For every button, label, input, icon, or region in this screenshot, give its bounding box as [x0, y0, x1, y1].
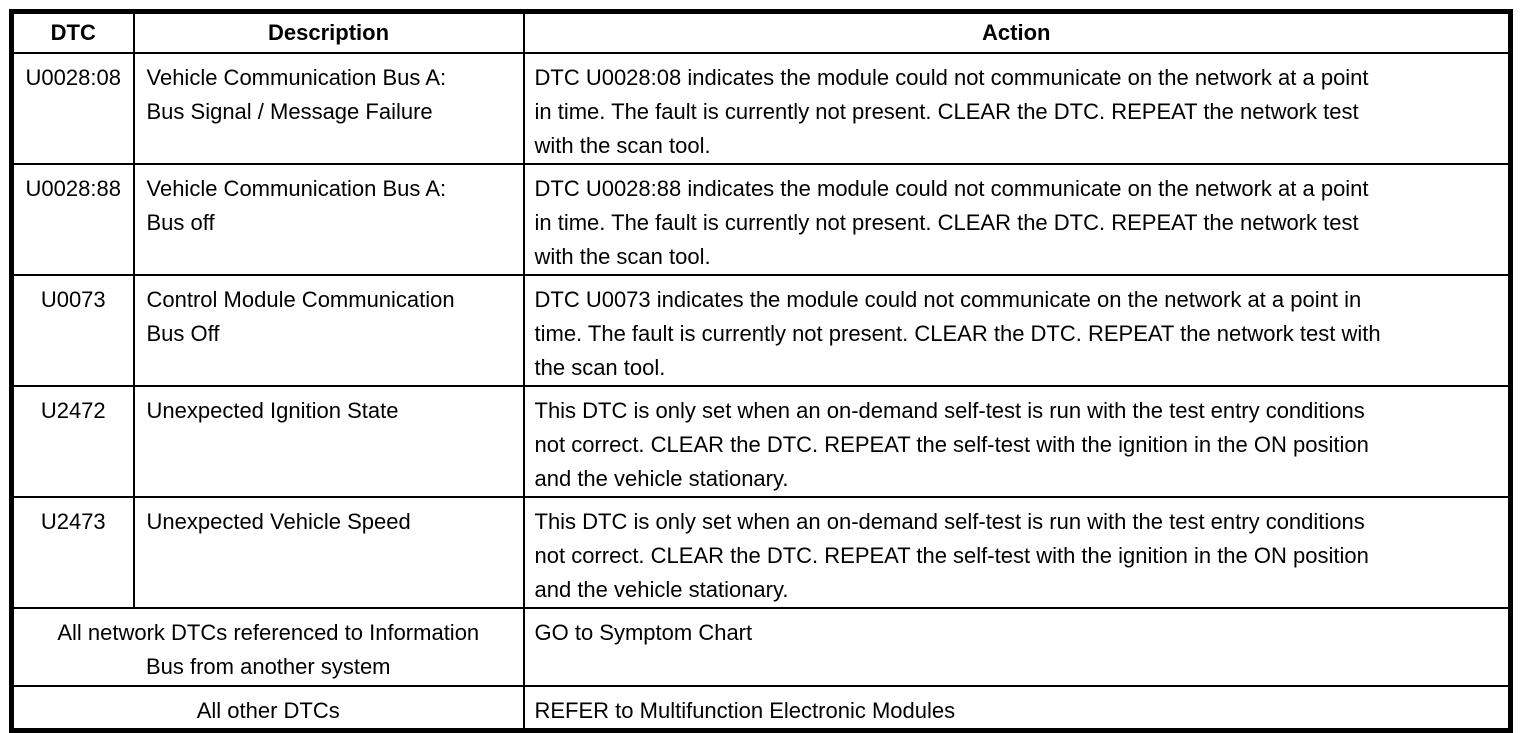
dtc-action: DTC U0073 indicates the module could not… — [522, 274, 1512, 387]
dtc-code: U0073 — [10, 274, 135, 387]
table-header-row: DTC Description Action — [10, 10, 1512, 54]
table-row: All other DTCs REFER to Multifunction El… — [10, 685, 1512, 732]
dtc-description: Vehicle Communication Bus A: Bus off — [132, 163, 525, 276]
table-row: U2473 Unexpected Vehicle Speed This DTC … — [10, 496, 1512, 609]
dtc-action: DTC U0028:08 indicates the module could … — [522, 52, 1512, 165]
dtc-group-label: All network DTCs referenced to Informati… — [10, 607, 525, 687]
column-header-description: Description — [132, 10, 525, 54]
dtc-action: REFER to Multifunction Electronic Module… — [522, 685, 1512, 732]
table-row: U2472 Unexpected Ignition State This DTC… — [10, 385, 1512, 498]
column-header-dtc: DTC — [10, 10, 135, 54]
dtc-code: U2472 — [10, 385, 135, 498]
dtc-action: GO to Symptom Chart — [522, 607, 1512, 687]
dtc-group-label: All other DTCs — [10, 685, 525, 732]
table-row: U0028:88 Vehicle Communication Bus A: Bu… — [10, 163, 1512, 276]
dtc-action: This DTC is only set when an on-demand s… — [522, 496, 1512, 609]
table-row: U0028:08 Vehicle Communication Bus A: Bu… — [10, 52, 1512, 165]
column-header-action: Action — [522, 10, 1512, 54]
dtc-code: U0028:88 — [10, 163, 135, 276]
dtc-description: Unexpected Vehicle Speed — [132, 496, 525, 609]
dtc-action: This DTC is only set when an on-demand s… — [522, 385, 1512, 498]
dtc-description: Vehicle Communication Bus A: Bus Signal … — [132, 52, 525, 165]
table-row: All network DTCs referenced to Informati… — [10, 607, 1512, 687]
dtc-description: Unexpected Ignition State — [132, 385, 525, 498]
dtc-diagnostic-table: DTC Description Action U0028:08 Vehicle … — [9, 9, 1513, 733]
dtc-description: Control Module Communication Bus Off — [132, 274, 525, 387]
dtc-action: DTC U0028:88 indicates the module could … — [522, 163, 1512, 276]
dtc-code: U0028:08 — [10, 52, 135, 165]
dtc-code: U2473 — [10, 496, 135, 609]
table-row: U0073 Control Module Communication Bus O… — [10, 274, 1512, 387]
